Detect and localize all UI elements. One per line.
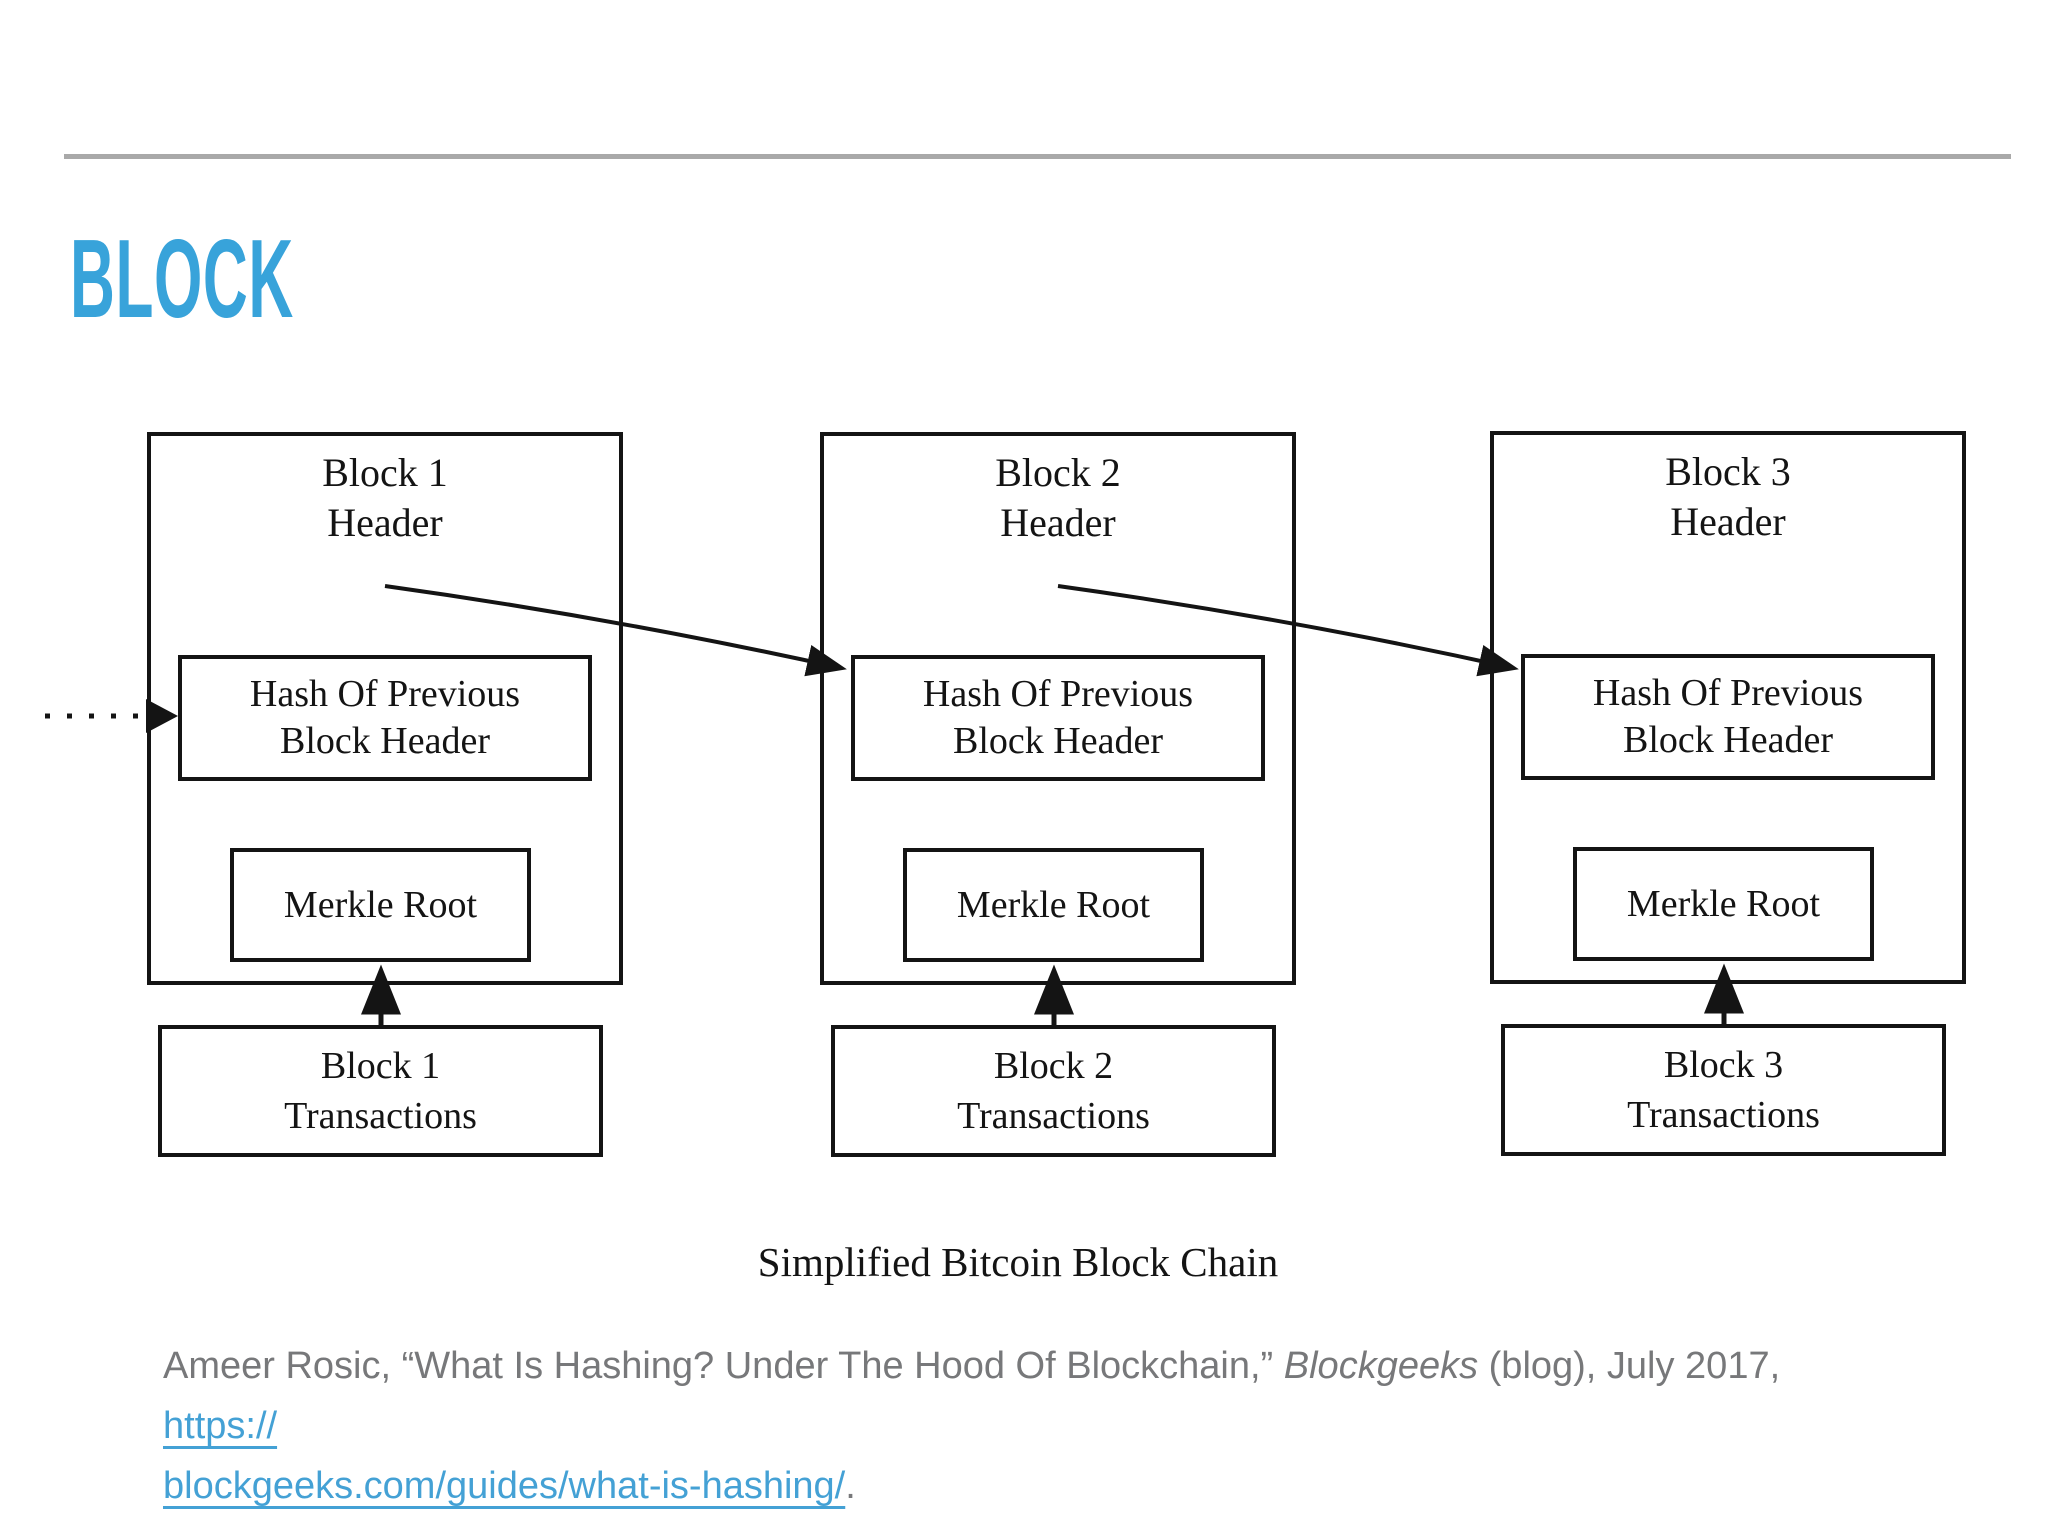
hash-box-2-line1: Hash Of Previous [922, 673, 1194, 715]
block-1-header-box: Block 1 Header Hash Of Previous Block He… [147, 432, 623, 985]
transactions-box-1: Block 1 Transactions [158, 1025, 603, 1157]
hash-box-1-line2: Block Header [280, 720, 490, 762]
hash-of-previous-box-3: Hash Of Previous Block Header [1521, 654, 1935, 780]
diagram-caption: Simplified Bitcoin Block Chain [757, 1239, 1279, 1285]
transactions-box-3-line1: Block 3 [1663, 1044, 1784, 1086]
divider-rule [64, 154, 2011, 159]
citation-period: . [845, 1465, 856, 1507]
block-1-header-line1: Block 1 [322, 450, 448, 495]
merkle-root-box-2: Merkle Root [903, 848, 1204, 962]
citation-middle: (blog), July 2017, [1478, 1345, 1781, 1387]
block-1-header-line2: Header [327, 500, 443, 545]
transactions-box-3-line2: Transactions [1627, 1094, 1820, 1136]
page-title: BLOCK [70, 217, 294, 341]
hash-of-previous-box-2: Hash Of Previous Block Header [851, 655, 1265, 781]
hash-of-previous-box-1: Hash Of Previous Block Header [178, 655, 592, 781]
hash-box-1-line1: Hash Of Previous [249, 673, 521, 715]
block-3-header-label: Block 3 Header [1494, 447, 1962, 547]
block-2-header-box: Block 2 Header Hash Of Previous Block He… [820, 432, 1296, 985]
hash-box-2-line2: Block Header [953, 720, 1163, 762]
block-3-header-line1: Block 3 [1665, 449, 1791, 494]
merkle-root-box-3: Merkle Root [1573, 847, 1874, 961]
block-1-header-label: Block 1 Header [151, 448, 619, 548]
hash-box-3-line2: Block Header [1623, 719, 1833, 761]
block-3-header-line2: Header [1670, 499, 1786, 544]
citation: Ameer Rosic, “What Is Hashing? Under The… [163, 1336, 1893, 1516]
transactions-box-3: Block 3 Transactions [1501, 1024, 1946, 1156]
citation-link-line1[interactable]: https:// [163, 1405, 278, 1447]
merkle-root-box-1: Merkle Root [230, 848, 531, 962]
citation-source-italic: Blockgeeks [1283, 1345, 1479, 1387]
merkle-root-label-2: Merkle Root [956, 884, 1151, 926]
citation-link-line2[interactable]: blockgeeks.com/guides/what-is-hashing/ [163, 1465, 846, 1507]
transactions-box-2: Block 2 Transactions [831, 1025, 1276, 1157]
block-3-header-box: Block 3 Header Hash Of Previous Block He… [1490, 431, 1966, 984]
block-2-header-line1: Block 2 [995, 450, 1121, 495]
merkle-root-label-1: Merkle Root [283, 884, 478, 926]
block-2-header-line2: Header [1000, 500, 1116, 545]
transactions-box-2-line2: Transactions [957, 1095, 1150, 1137]
transactions-box-1-line2: Transactions [284, 1095, 477, 1137]
hash-box-3-line1: Hash Of Previous [1592, 672, 1864, 714]
block-2-header-label: Block 2 Header [824, 448, 1292, 548]
citation-text: Ameer Rosic, “What Is Hashing? Under The… [163, 1345, 1284, 1387]
transactions-box-2-line1: Block 2 [993, 1045, 1114, 1087]
transactions-box-1-line1: Block 1 [320, 1045, 441, 1087]
merkle-root-label-3: Merkle Root [1626, 883, 1821, 925]
